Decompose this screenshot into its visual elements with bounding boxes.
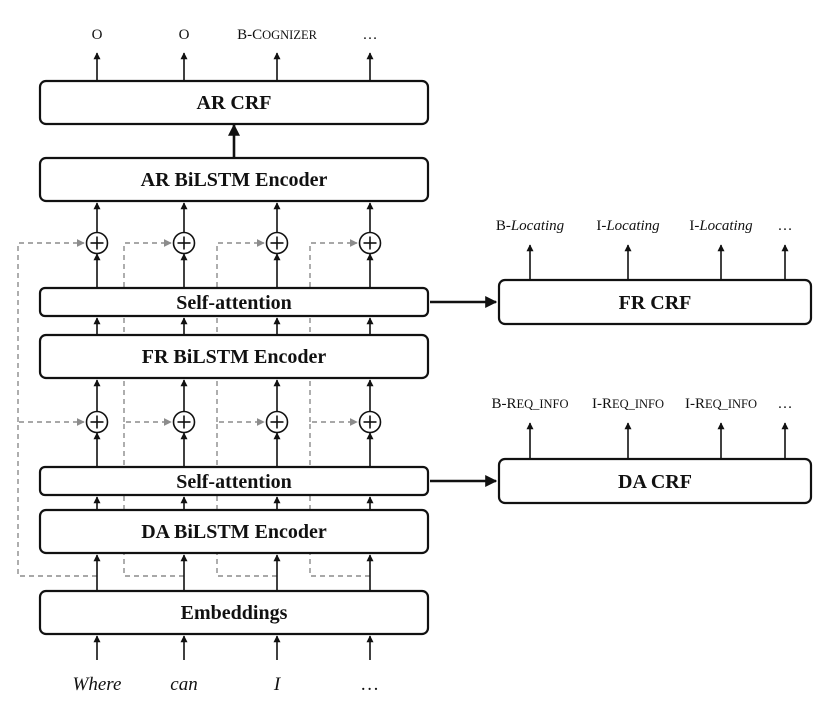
residual-path-upper	[17, 239, 85, 422]
plus-operator	[265, 410, 289, 434]
output-tag: …	[778, 218, 793, 234]
output-tag: I-Locating	[689, 218, 753, 234]
residual-path-lower	[309, 418, 370, 577]
input-word: Where	[73, 674, 122, 695]
output-tag: …	[363, 27, 378, 43]
ar-bilstm-encoder-box: AR BiLSTM Encoder	[38, 156, 430, 203]
fr-output-tags: B-Locating I-Locating I-Locating …	[496, 218, 793, 234]
plus-operator	[85, 410, 109, 434]
addition-operators	[85, 231, 382, 434]
da-bilstm-encoder-box: DA BiLSTM Encoder	[38, 508, 430, 555]
output-tag: B-COGNIZER	[237, 27, 318, 43]
fr-crf-label: FR CRF	[619, 292, 692, 314]
plus-operator	[358, 231, 382, 255]
input-word: …	[362, 674, 379, 695]
output-tag: I-REQ_INFO	[592, 396, 664, 412]
ar-crf-box: AR CRF	[38, 79, 430, 126]
ar-bilstm-encoder-label: AR BiLSTM Encoder	[141, 169, 328, 191]
plus-operator	[172, 231, 196, 255]
embeddings-label: Embeddings	[181, 602, 288, 624]
residual-path-upper	[309, 239, 358, 422]
plus-operator	[358, 410, 382, 434]
da-crf-label: DA CRF	[618, 471, 692, 493]
plus-operator	[265, 231, 289, 255]
residual-connections	[17, 239, 370, 577]
da-self-attention-label: Self-attention	[176, 471, 292, 493]
fr-self-attention-box: Self-attention	[38, 286, 430, 318]
token-flow-arrows	[93, 52, 789, 660]
input-word: can	[170, 674, 197, 695]
da-output-tags: B-REQ_INFO I-REQ_INFO I-REQ_INFO …	[491, 396, 792, 412]
residual-path-upper	[123, 239, 172, 422]
ar-crf-label: AR CRF	[197, 92, 272, 114]
output-tag: O	[179, 27, 190, 43]
residual-path-lower	[17, 418, 97, 577]
output-tag: …	[778, 396, 793, 412]
output-tag: B-REQ_INFO	[491, 396, 568, 412]
plus-operator	[85, 231, 109, 255]
residual-path-lower	[216, 418, 277, 577]
input-word: I	[273, 674, 282, 695]
residual-path-lower	[123, 418, 184, 577]
da-crf-box: DA CRF	[497, 457, 813, 505]
plus-operator	[172, 410, 196, 434]
fr-self-attention-label: Self-attention	[176, 292, 292, 314]
fr-crf-box: FR CRF	[497, 278, 813, 326]
output-tag: I-REQ_INFO	[685, 396, 757, 412]
ar-output-tags: O O B-COGNIZER …	[92, 27, 378, 43]
output-tag: B-Locating	[496, 218, 565, 234]
da-self-attention-box: Self-attention	[38, 465, 430, 497]
fr-bilstm-encoder-label: FR BiLSTM Encoder	[142, 346, 327, 368]
output-tag: O	[92, 27, 103, 43]
output-tag: I-Locating	[596, 218, 660, 234]
input-words: Where can I …	[73, 674, 379, 695]
embeddings-box: Embeddings	[38, 589, 430, 636]
residual-path-upper	[216, 239, 265, 422]
fr-bilstm-encoder-box: FR BiLSTM Encoder	[38, 333, 430, 380]
da-bilstm-encoder-label: DA BiLSTM Encoder	[141, 521, 327, 543]
